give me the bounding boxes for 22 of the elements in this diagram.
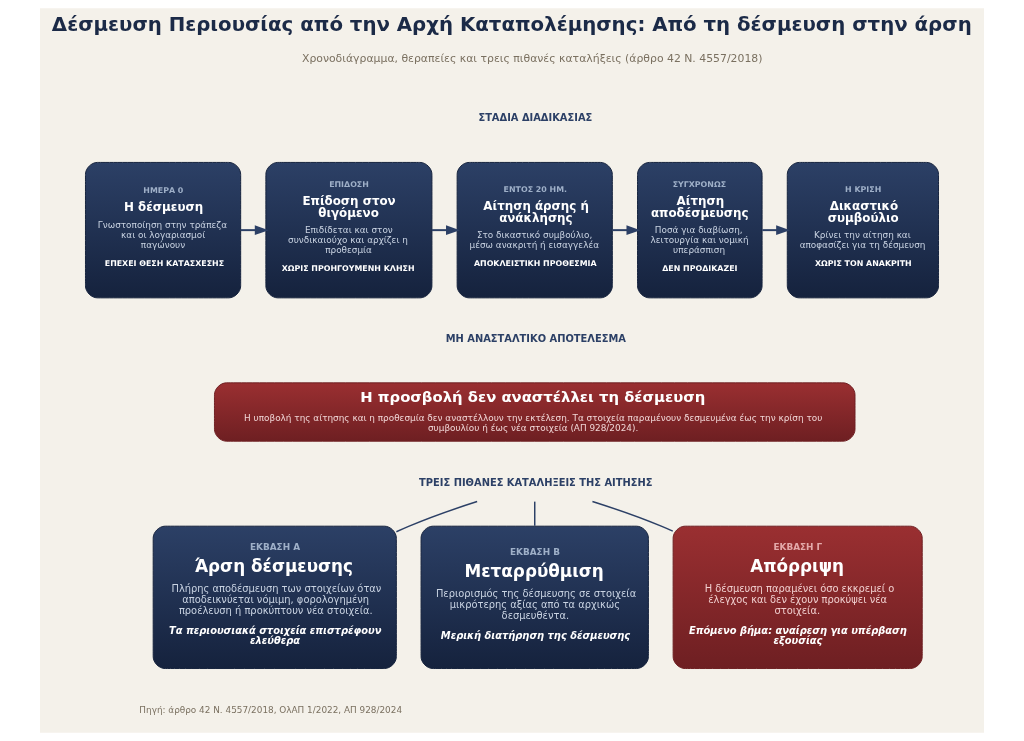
node-box: ΕΠΙΔΟΣΗ Επίδοση στον θιγόμενο Επιδίδεται και στον συνδικαιούχο και αρχίζει η προθεσμία ΧΩΡΙΣ ΠΡΟΗΓΟΥΜΕΝΗ ΚΛΗΣΗ (265, 161, 433, 299)
node-box: ΗΜΕΡΑ 0 Η δέσμευση Γνωστοποίηση στην τράπεζα και οι λογαριασμοί παγώνουν ΕΠΕΧΕΙ ΘΕΣΗ ΚΑΤΑΣΧΕΣΗΣ (84, 161, 242, 299)
label: Χρονοδιάγραμμα, θεραπείες και τρεις πιθανές καταλήξεις (άρθρο 42 Ν. 4557/2018) (301, 52, 763, 66)
arrow (239, 225, 269, 235)
arrow (761, 225, 791, 235)
node-box: ΣΥΓΧΡΟΝΩΣ Αίτηση αποδέσμευσης Ποσά για διαβίωση, λειτουργία και νομική υπεράσπιση ΔΕΝ ΠΡΟΔΙΚΑΖΕΙ (637, 161, 763, 299)
label: ΜΗ ΑΝΑΣΤΑΛΤΙΚΟ ΑΠΟΤΕΛΕΣΜΑ (445, 332, 626, 344)
label: ΣΤΑΔΙΑ ΔΙΑΔΙΚΑΣΙΑΣ (478, 112, 593, 124)
arrow (611, 225, 641, 235)
node-box: ΕΝΤΟΣ 20 ΗΜ. Αίτηση άρσης ή ανάκλησης Στο δικαστικό συμβούλιο, μέσω ανακριτή ή εισαγγελέα ΑΠΟΚΛΕΙΣΤΙΚΗ ΠΡΟΘΕΣΜΙΑ (456, 161, 613, 299)
connector (534, 500, 536, 527)
caption: Πηγή: άρθρο 42 Ν. 4557/2018, ΟλΑΠ 1/2022, ΑΠ 928/2024 (139, 705, 403, 716)
connector (591, 500, 674, 532)
node-box: Η ΚΡΙΣΗ Δικαστικό συμβούλιο Κρίνει την αίτηση και αποφασίζει για τη δέσμευση ΧΩΡΙΣ ΤΟΝ ΑΝΑΚΡΙΤΗ (786, 161, 940, 299)
node-box: ΕΚΒΑΣΗ Γ Απόρριψη Η δέσμευση παραμένει όσο εκκρεμεί ο έλεγχος και δεν έχουν προκύψει νέα στοιχεία. Επόμενο βήμα: αναίρεση για υπέρβαση εξουσίας (672, 525, 923, 670)
node-box: ΕΚΒΑΣΗ Α Άρση δέσμευσης Πλήρης αποδέσμευση των στοιχείων όταν αποδεικνύεται νόμιμη, φορολογημένη προέλευση ή προκύπτουν νέα στοιχεία. Τα περιουσιακά στοιχεία επιστρέφουν ελεύθερα (152, 525, 397, 670)
diagram-title: Δέσμευση Περιουσίας από την Αρχή Καταπολέμησης: Από τη δέσμευση στην άρση (51, 12, 972, 36)
node-box: ΕΚΒΑΣΗ Β Μεταρρύθμιση Περιορισμός της δέσμευσης σε στοιχεία μικρότερης αξίας από τα αρχικώς δεσμευθέντα. Μερική διατήρηση της δέσμευσης (420, 525, 649, 670)
node-box: Η προσβολή δεν αναστέλλει τη δέσμευση Η υποβολή της αίτησης και η προθεσμία δεν αναστέλλουν την εκτέλεση. Τα στοιχεία παραμένουν δεσμευμένα έως την κρίση του συμβουλίου ή έως νέα στοιχεία (ΑΠ 928/2024). (213, 382, 856, 442)
connector (395, 500, 478, 533)
arrow (431, 225, 460, 235)
node-text: ΤΡΕΙΣ ΠΙΘΑΝΕΣ ΚΑΤΑΛΗΞΕΙΣ ΤΗΣ ΑΙΤΗΣΗΣ (419, 476, 653, 488)
